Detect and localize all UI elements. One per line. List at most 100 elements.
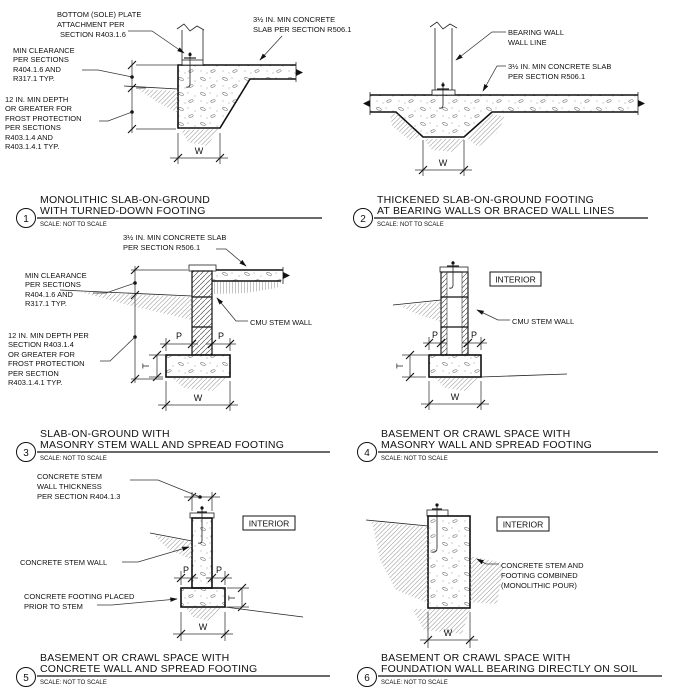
detail-number-circle [16, 442, 36, 462]
dim-p-label: P [218, 331, 224, 341]
dim-t-label: T [141, 363, 151, 369]
slab-label: PER SECTION R506.1 [123, 243, 200, 252]
panel-2: W BEARING WALL WALL LINE 3½ IN. MIN CONC… [353, 21, 648, 228]
detail-title: BASEMENT OR CRAWL SPACE WITH [381, 428, 570, 440]
panel-3-annotations: 3½ IN. MIN CONCRETE SLAB PER SECTION R50… [8, 233, 312, 387]
t-dimension: T [227, 583, 249, 612]
p-dimensions: P P [160, 331, 236, 351]
slab-leader [259, 35, 283, 61]
spread-footing [165, 354, 231, 378]
clearance-label: R317.1 TYP. [25, 299, 67, 308]
panel-1: W BOTTOM (SOLE) PLATE ATTACHMENT PER SEC… [5, 10, 351, 228]
panel-6-titleblock: 6 BASEMENT OR CRAWL SPACE WITH FOUNDATIO… [357, 652, 662, 687]
grade-and-soil-hatch [392, 299, 568, 391]
combined-label: (MONOLITHIC POUR) [501, 581, 577, 590]
frost-label: 12 IN. MIN DEPTH [5, 95, 68, 104]
detail-title: CONCRETE WALL AND SPREAD FOOTING [40, 663, 257, 675]
clearance-label: R404.1.6 AND [13, 65, 62, 74]
detail-number: 5 [23, 673, 29, 684]
w-dimension: W [415, 140, 472, 176]
grade-and-soil-hatch [123, 85, 219, 146]
detail-title: SLAB-ON-GROUND WITH [40, 428, 170, 440]
soil-hatch [390, 113, 505, 152]
panel-2-annotations: BEARING WALL WALL LINE 3½ IN. MIN CONCRE… [508, 28, 611, 81]
detail-title: BASEMENT OR CRAWL SPACE WITH [381, 652, 570, 664]
scale-note: SCALE: NOT TO SCALE [40, 222, 107, 228]
detail-number-circle [357, 442, 377, 462]
stem-thickness-label: CONCRETE STEM [37, 472, 102, 481]
dim-p-label: P [176, 331, 182, 341]
slab-section [212, 267, 290, 294]
frost-label: 12 IN. MIN DEPTH PER [8, 331, 89, 340]
bearing-wall-label: WALL LINE [508, 38, 547, 47]
dim-p-label: P [216, 565, 222, 575]
frost-label: OR GREATER FOR [8, 350, 76, 359]
detail-number: 1 [23, 214, 29, 225]
combined-label: FOOTING COMBINED [501, 571, 578, 580]
dim-t-label: T [395, 363, 405, 369]
frost-label: R403.1.4.1 TYP. [5, 142, 59, 151]
panel-1-annotations: BOTTOM (SOLE) PLATE ATTACHMENT PER SECTI… [5, 10, 351, 151]
clearance-label: PER SECTIONS [13, 55, 69, 64]
dim-w-label: W [439, 158, 448, 168]
interior-box [489, 271, 542, 287]
slab-label: 3½ IN. MIN CONCRETE [253, 15, 335, 24]
grade-and-soil-hatch [149, 532, 304, 621]
detail-title: AT BEARING WALLS OR BRACED WALL LINES [377, 205, 615, 217]
panel-6-annotations: CONCRETE STEM AND FOOTING COMBINED (MONO… [501, 561, 584, 590]
combined-label: CONCRETE STEM AND [501, 561, 584, 570]
detail-title: MONOLITHIC SLAB-ON-GROUND [40, 194, 210, 206]
vertical-dimension [82, 60, 177, 134]
frost-label: SECTION R403.1.4 [8, 340, 74, 349]
sole-plate-label: BOTTOM (SOLE) PLATE [57, 10, 141, 19]
anchor-bolt [438, 82, 444, 109]
stud-break-symbol [176, 23, 205, 32]
frost-label: OR GREATER FOR [5, 104, 73, 113]
interior-box [242, 515, 296, 531]
clearance-label: PER SECTIONS [25, 280, 81, 289]
cmu-leader [216, 297, 248, 322]
panel-4-titleblock: 4 BASEMENT OR CRAWL SPACE WITH MASONRY W… [357, 428, 658, 462]
interior-tag: INTERIOR [242, 515, 296, 531]
vertical-dimension [93, 265, 188, 384]
frost-label: FROST PROTECTION [5, 114, 82, 123]
frost-label: R403.1.4 AND [5, 133, 54, 142]
dim-p-label: P [471, 330, 477, 340]
slab-leader [216, 248, 247, 267]
detail-number-circle [357, 667, 377, 687]
cmu-stem-wall-label: CMU STEM WALL [250, 318, 312, 327]
cmu-stem-wall [188, 264, 217, 356]
detail-number: 4 [364, 448, 370, 459]
panel-5-annotations: CONCRETE STEM WALL THICKNESS PER SECTION… [20, 472, 135, 611]
p-dimensions: P P [423, 330, 487, 350]
dim-p-label: P [183, 565, 189, 575]
sole-plate-label: ATTACHMENT PER [57, 20, 125, 29]
dim-w-label: W [194, 393, 203, 403]
panel-1-titleblock: 1 MONOLITHIC SLAB-ON-GROUND WITH TURNED-… [16, 194, 322, 228]
frost-label: FROST PROTECTION [8, 359, 85, 368]
clearance-label: R317.1 TYP. [13, 74, 55, 83]
frost-label: PER SECTIONS [5, 123, 61, 132]
interior-box [496, 516, 550, 532]
sole-plate-leader [128, 30, 185, 54]
interior-label: INTERIOR [495, 275, 536, 285]
stem-thickness-dimension [130, 479, 220, 511]
footing-first-label: CONCRETE FOOTING PLACED [24, 592, 135, 601]
dim-w-label: W [195, 146, 204, 156]
slab-break-mark [296, 69, 303, 76]
detail-title: THICKENED SLAB-ON-GROUND FOOTING [377, 194, 594, 206]
footing-first-label: PRIOR TO STEM [24, 602, 83, 611]
panel-5: INTERIOR P P T W CONCRETE STEM WALL THIC… [16, 472, 330, 687]
scale-note: SCALE: NOT TO SCALE [381, 456, 448, 462]
anchor-bolt [448, 261, 454, 289]
detail-title: FOUNDATION WALL BEARING DIRECTLY ON SOIL [381, 663, 638, 675]
slab-label: 3½ IN. MIN CONCRETE SLAB [123, 233, 226, 242]
stud-break-symbol [429, 21, 458, 30]
dim-w-label: W [451, 392, 460, 402]
anchor-bolt [431, 504, 438, 553]
detail-number: 6 [364, 673, 370, 684]
interior-tag: INTERIOR [496, 516, 550, 532]
slab-label: 3½ IN. MIN CONCRETE SLAB [508, 62, 611, 71]
